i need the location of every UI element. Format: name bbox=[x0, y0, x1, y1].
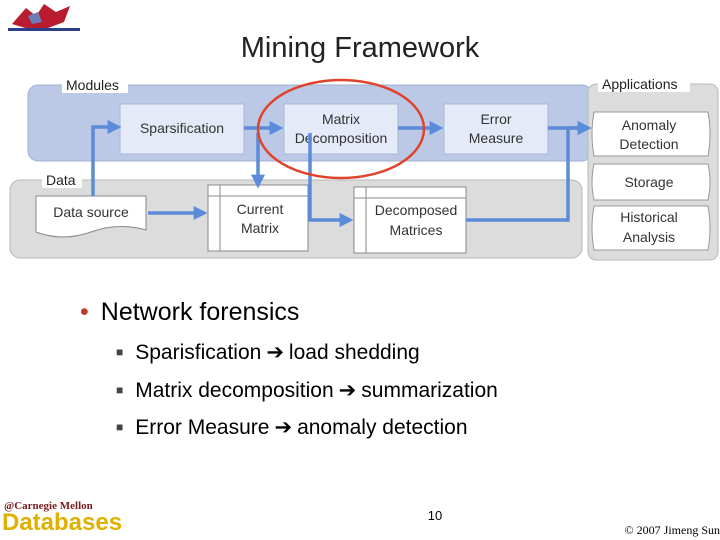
right-arrow-icon: ➔ bbox=[266, 341, 284, 364]
error-measure-label-2: Measure bbox=[469, 130, 524, 146]
historical-analysis-shape bbox=[591, 205, 711, 251]
error-measure-box bbox=[443, 103, 549, 155]
right-arrow-icon: ➔ bbox=[338, 379, 357, 402]
square-bullet-icon: ■ bbox=[116, 345, 124, 359]
sub-bullet-right: anomaly detection bbox=[297, 416, 468, 439]
decomposed-matrices-label-1: Decomposed bbox=[375, 202, 458, 218]
data-source-label: Data source bbox=[53, 204, 129, 220]
bullet-network-forensics: • Network forensics bbox=[80, 298, 299, 327]
sub-bullet-3: ■ Error Measure➔anomaly detection bbox=[116, 415, 468, 440]
applications-label: Applications bbox=[602, 76, 678, 92]
sparsification-label: Sparsification bbox=[140, 120, 224, 136]
copyright-text: © 2007 Jimeng Sun bbox=[624, 523, 720, 537]
right-arrow-icon: ➔ bbox=[274, 416, 293, 439]
arrow-decomposed-to-applications bbox=[466, 121, 592, 222]
matrix-decomposition-label-2: Decomposition bbox=[295, 130, 388, 146]
data-source-shape bbox=[35, 195, 147, 238]
page-number: 10 bbox=[427, 508, 443, 523]
matrix-decomposition-label-1: Matrix bbox=[322, 111, 360, 127]
storage-label: Storage bbox=[624, 174, 673, 190]
square-bullet-icon: ■ bbox=[116, 420, 124, 434]
framework-diagram: Modules Data Applications Sparsification… bbox=[9, 76, 719, 261]
decomposed-matrices-box bbox=[353, 186, 467, 254]
error-measure-label-1: Error bbox=[480, 111, 511, 127]
anomaly-detection-shape bbox=[591, 111, 711, 157]
anomaly-detection-label-2: Detection bbox=[619, 136, 678, 152]
flow-arrows bbox=[91, 120, 592, 227]
arrow-decomposition-to-decomposed bbox=[308, 133, 354, 227]
sub-bullet-2: ■ Matrix decomposition➔summarization bbox=[116, 378, 498, 403]
sub-bullet-right: summarization bbox=[361, 379, 498, 402]
highlight-ellipse bbox=[256, 78, 426, 180]
current-matrix-label-2: Matrix bbox=[241, 220, 279, 236]
historical-analysis-label-2: Analysis bbox=[623, 229, 675, 245]
sub-bullet-left: Error Measure bbox=[135, 416, 270, 439]
historical-analysis-label-1: Historical bbox=[620, 209, 678, 225]
decomposed-matrices-label-2: Matrices bbox=[390, 222, 443, 238]
databases-logo-text: Databases bbox=[2, 509, 123, 536]
sub-bullet-left: Matrix decomposition bbox=[135, 379, 334, 402]
bullet-main-text: Network forensics bbox=[100, 298, 300, 326]
sub-bullet-left: Sparisfication bbox=[135, 341, 262, 364]
current-matrix-box bbox=[207, 184, 309, 252]
griffin-logo-icon bbox=[8, 4, 80, 31]
cmu-logo-text: @Carnegie Mellon bbox=[4, 500, 93, 512]
square-bullet-icon: ■ bbox=[116, 383, 124, 397]
arrow-datasource-to-sparsification bbox=[91, 120, 122, 196]
anomaly-detection-label-1: Anomaly bbox=[622, 117, 676, 133]
sub-bullet-1: ■ Sparisfication➔load shedding bbox=[116, 340, 420, 365]
current-matrix-label-1: Current bbox=[237, 201, 284, 217]
matrix-decomposition-box bbox=[283, 103, 399, 155]
bullet-dot-icon: • bbox=[80, 298, 89, 326]
sub-bullet-right: load shedding bbox=[288, 341, 420, 364]
slide-title: Mining Framework bbox=[240, 32, 480, 64]
data-label: Data bbox=[46, 172, 76, 188]
storage-shape bbox=[591, 163, 711, 201]
sparsification-box bbox=[119, 103, 245, 155]
modules-label: Modules bbox=[66, 77, 119, 93]
